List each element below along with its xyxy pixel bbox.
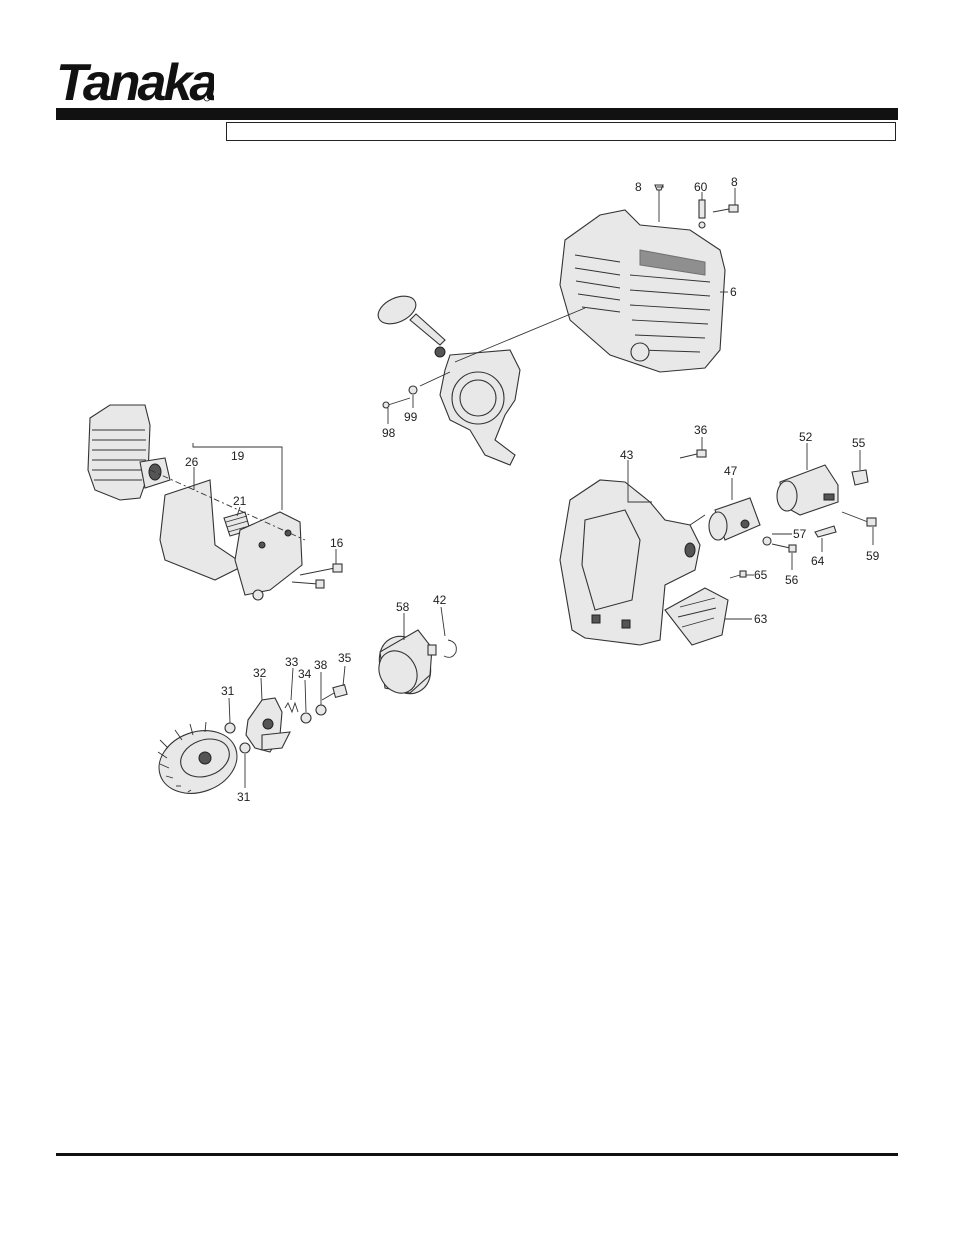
callout-65: 65 (754, 568, 768, 582)
callout-labels: 8 60 8 6 98 99 19 26 21 16 36 43 47 52 5… (185, 175, 880, 804)
callout-33: 33 (285, 655, 299, 669)
clutch-bolt-part (321, 683, 348, 701)
callout-34: 34 (298, 667, 312, 681)
callout-98: 98 (382, 426, 396, 440)
tanaka-logo: Tanaka (56, 54, 214, 106)
callout-99: 99 (404, 410, 418, 424)
callout-6: 6 (730, 285, 737, 299)
callout-52: 52 (799, 430, 813, 444)
callout-35: 35 (338, 651, 352, 665)
callout-31-bottom: 31 (237, 790, 251, 804)
clamp-small-parts (762, 469, 877, 553)
callout-32: 32 (253, 666, 267, 680)
callout-8-top: 8 (635, 180, 642, 194)
starter-screws (382, 371, 451, 409)
callout-36: 36 (694, 423, 708, 437)
header-title-box (226, 122, 896, 141)
shaft-clamp-part (776, 464, 839, 516)
callout-57: 57 (793, 527, 807, 541)
housing-screws (679, 449, 747, 579)
cylinder-part (87, 404, 171, 501)
footer-rule (56, 1153, 898, 1156)
callout-55: 55 (852, 436, 866, 450)
snap-ring-part (443, 639, 457, 658)
callout-59: 59 (866, 549, 880, 563)
callout-38: 38 (314, 658, 328, 672)
engine-cover-part (559, 209, 726, 373)
callout-60: 60 (694, 180, 708, 194)
clutch-drum-part (378, 629, 437, 695)
muffler-part (234, 511, 303, 601)
callout-56: 56 (785, 573, 799, 587)
guard-plate-part (664, 587, 729, 646)
callout-43: 43 (620, 448, 634, 462)
flywheel-part (157, 721, 238, 794)
callout-leaders (193, 186, 874, 788)
muffler-bolts (291, 563, 343, 589)
clutch-part (245, 697, 291, 753)
callout-8-right: 8 (731, 175, 738, 189)
clutch-spring-part (284, 701, 299, 714)
callout-16: 16 (330, 536, 344, 550)
muffler-bracket-part (159, 479, 247, 581)
recoil-starter-part (377, 295, 586, 466)
washer-parts (224, 704, 327, 754)
header-bar (56, 108, 898, 120)
callout-21: 21 (233, 494, 247, 508)
callout-19: 19 (231, 449, 245, 463)
callout-31-top: 31 (221, 684, 235, 698)
callout-47: 47 (724, 464, 738, 478)
callout-63: 63 (754, 612, 768, 626)
shaft-tube-part (708, 497, 761, 541)
callout-42: 42 (433, 593, 447, 607)
callout-58: 58 (396, 600, 410, 614)
svg-text:Tanaka: Tanaka (56, 54, 214, 106)
callout-64: 64 (811, 554, 825, 568)
fan-housing-part (559, 479, 706, 646)
callout-26: 26 (185, 455, 199, 469)
